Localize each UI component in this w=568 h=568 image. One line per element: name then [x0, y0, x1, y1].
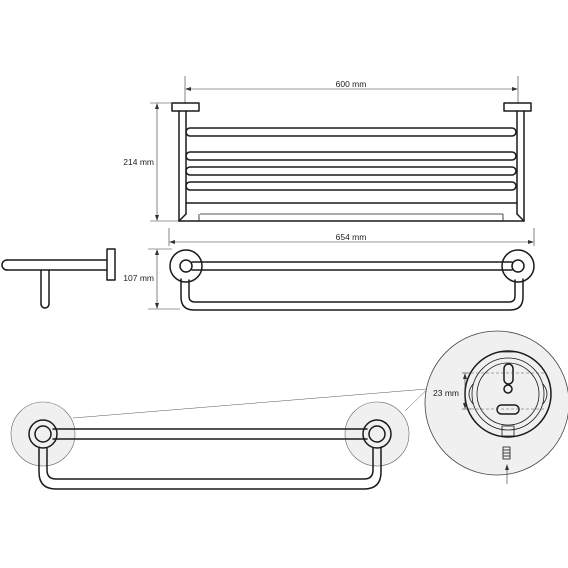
front-view-rail-4	[185, 181, 517, 191]
lower-view-left-rosette	[28, 419, 58, 449]
height-label: 214 mm	[123, 157, 154, 167]
top-width-label: 600 mm	[336, 79, 367, 89]
front-view	[171, 102, 532, 222]
front-view-rail-1	[185, 127, 517, 137]
side-view	[1, 248, 116, 309]
detail-clip	[501, 425, 515, 437]
depth-dimension: 107 mm	[123, 248, 180, 310]
detail-upper-slot	[503, 363, 514, 385]
front-view-rail-2	[185, 151, 517, 161]
front-view-right-flange	[503, 102, 532, 112]
top-width-dimension: 600 mm	[184, 76, 519, 104]
lower-view-left-halo	[10, 401, 76, 467]
front-view-left-flange	[171, 102, 200, 112]
detail-view: 23 mm	[424, 330, 568, 484]
top-view	[169, 249, 535, 311]
mounting-spacing-label: 23 mm	[433, 388, 459, 398]
height-dimension: 214 mm	[123, 102, 179, 222]
depth-label: 107 mm	[123, 273, 154, 283]
front-view-rail-3	[185, 166, 517, 176]
side-view-wall-plate	[106, 248, 116, 281]
detail-screw-hole	[503, 384, 513, 394]
detail-lower-slot	[496, 404, 520, 415]
total-width-label: 654 mm	[336, 232, 367, 242]
top-view-left-rosette	[169, 249, 203, 283]
top-view-right-rosette	[501, 249, 535, 283]
lower-view-right-halo	[344, 401, 410, 467]
lower-view-right-rosette	[362, 419, 392, 449]
total-width-dimension: 654 mm	[168, 228, 535, 246]
lower-view	[10, 371, 446, 490]
